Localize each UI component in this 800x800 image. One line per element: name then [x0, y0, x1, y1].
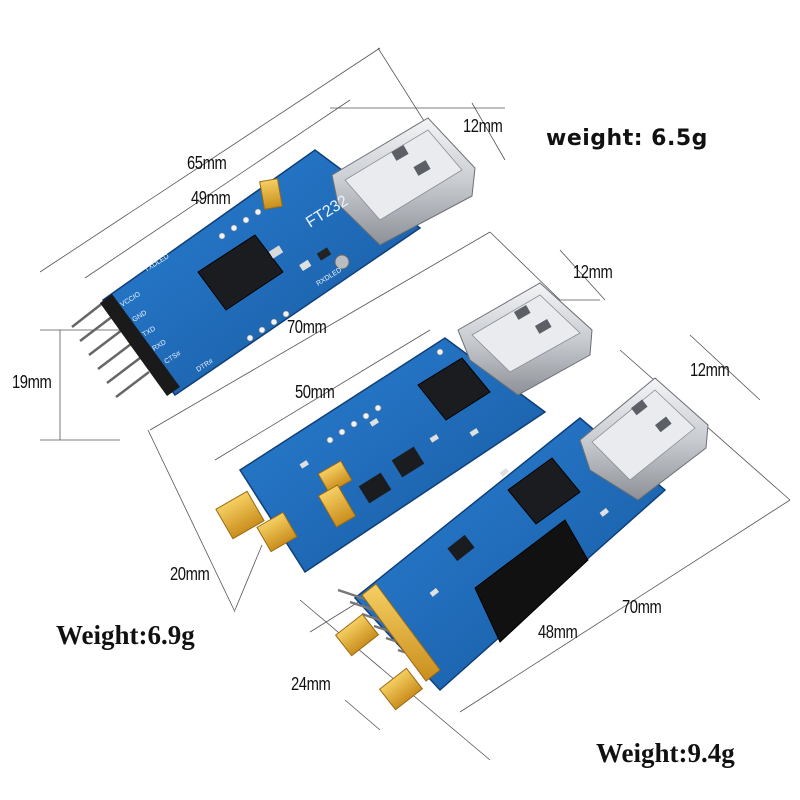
- board-1: FT232 VCCIO GND TXD RXD CTS# DTR# TXDLED…: [71, 117, 476, 398]
- board-2-chip: [417, 357, 491, 421]
- board-3-length-label: 70mm: [622, 597, 662, 617]
- board-1-pcb-length-label: 49mm: [191, 188, 231, 208]
- board-3-width-label: 24mm: [291, 674, 331, 694]
- board-2-connector: [215, 490, 265, 540]
- board-1-usb-height-label: 12mm: [463, 116, 503, 136]
- board-3-weight-label: Weight:9.4g: [596, 738, 735, 768]
- board-3-usb-height-label: 12mm: [690, 360, 730, 380]
- board-1-chip: [197, 234, 284, 311]
- board-2-weight-label: Weight:6.9g: [56, 620, 195, 650]
- board-2-pcb-length-label: 50mm: [295, 382, 335, 402]
- board-1-header-pins: [71, 301, 150, 398]
- board-2-usb-height-label: 12mm: [573, 262, 613, 282]
- board-3-pcb-length-label: 48mm: [538, 622, 578, 642]
- board-3: [334, 377, 709, 711]
- board-3-chip: [507, 457, 581, 525]
- board-2-width-label: 20mm: [170, 564, 210, 584]
- board-1-width-label: 19mm: [12, 372, 52, 392]
- board-3-connector-2: [378, 667, 424, 711]
- board-2: [215, 282, 593, 574]
- board-2-length-label: 70mm: [287, 317, 327, 337]
- board-2-jumper: [317, 460, 353, 494]
- board-1-jumper: [259, 178, 283, 210]
- board-3-connector-1: [334, 613, 380, 657]
- board-1-length-label: 65mm: [187, 153, 227, 173]
- board-3-enclosure: [474, 519, 589, 643]
- board-1-weight-label: weight: 6.5g: [546, 126, 708, 151]
